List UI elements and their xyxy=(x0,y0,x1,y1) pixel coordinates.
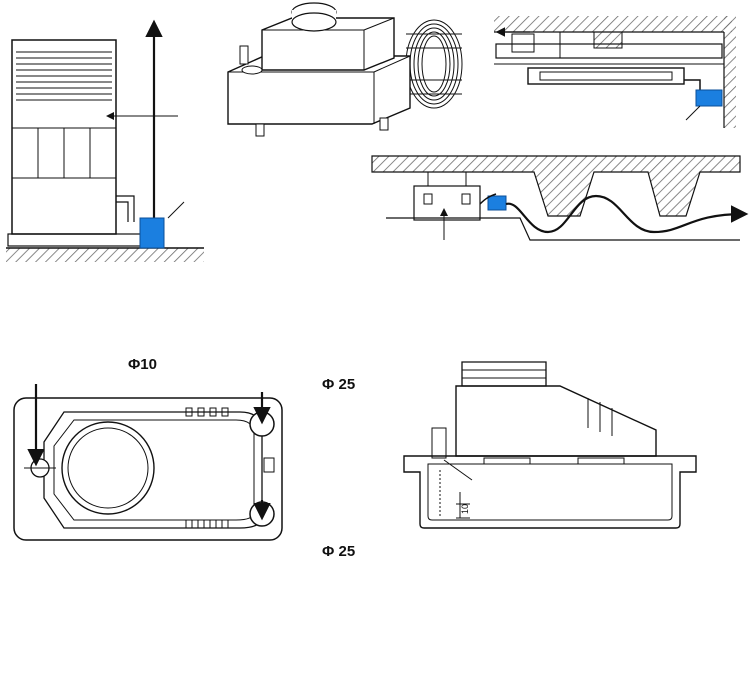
pump-blue-ceiling xyxy=(695,89,723,107)
dim-10-label: 10 xyxy=(460,504,470,514)
pump-blue-cassette xyxy=(487,195,507,211)
pump-isometric xyxy=(227,2,463,137)
indoor-unit-cabinet xyxy=(11,39,117,235)
reservoir-section xyxy=(403,455,697,529)
floor-hatch xyxy=(6,248,204,262)
dimension-phi25-bottom-label: Φ 25 xyxy=(322,543,356,560)
false-ceiling-line xyxy=(386,217,740,241)
motor-cap xyxy=(461,361,547,387)
dimension-phi10-label: Φ10 xyxy=(128,356,157,373)
unit-grille xyxy=(16,51,112,101)
tank-outline xyxy=(13,397,283,541)
motor-ring xyxy=(61,421,155,515)
pump-leader xyxy=(167,201,185,219)
floor-unit-diagram xyxy=(6,19,204,262)
dimension-phi25-top-label: Φ 25 xyxy=(322,376,356,393)
pump-top-view xyxy=(13,384,283,541)
pump-outlet-nozzle xyxy=(239,45,249,65)
ceiling-duct-diagram xyxy=(494,16,736,128)
pump-blue-floor xyxy=(139,217,165,249)
drain-pipe-run xyxy=(505,194,749,234)
ceiling-unit xyxy=(527,67,685,85)
pump-side-section: 10 xyxy=(403,361,697,529)
duct xyxy=(495,43,723,59)
false-ceiling-diagram xyxy=(371,155,749,241)
unit-base xyxy=(7,233,144,247)
hose-coil xyxy=(405,19,463,109)
motor-housing-side xyxy=(455,385,657,457)
drain-hose xyxy=(116,195,135,222)
